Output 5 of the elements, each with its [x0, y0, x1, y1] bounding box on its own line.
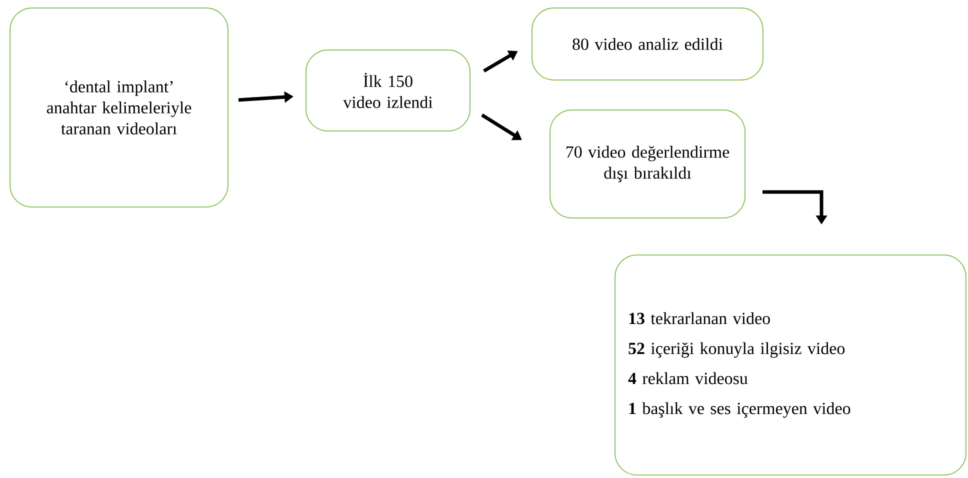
process-box: ‘dental implant’ anahtar kelimeleriyle taranan videoları — [10, 8, 228, 208]
process-box: İlk 150 video izlendi — [306, 50, 470, 132]
process-box: 70 video değerlendirme dışı bırakıldı — [550, 110, 746, 218]
process-box: 13 tekrarlanan video 52 içeriği konuyla ilgisiz video 4 reklam videosu 1 başlık ve ses içermeyen video — [614, 254, 966, 476]
process-box: 80 video analiz edildi — [532, 8, 764, 80]
